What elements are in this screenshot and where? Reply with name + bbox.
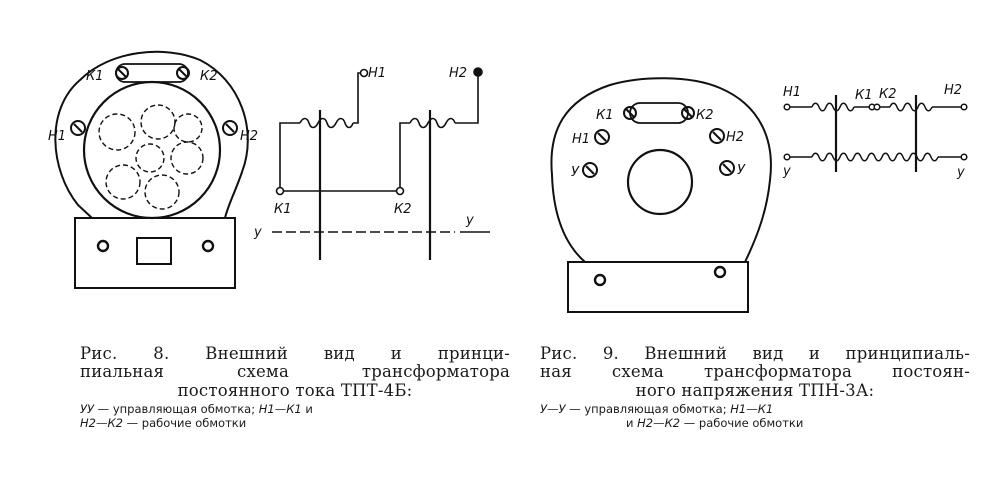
fig8-schematic-labels: Н1 Н2 К1 К2 у у bbox=[253, 66, 474, 240]
figures-canvas: К1 К2 Н1 Н2 Н1 Н2 К1 К2 у у bbox=[48, 50, 968, 313]
fig8-caption-line1: Рис. 8. Внешний вид и принци- bbox=[80, 344, 510, 363]
fig8-legend-text1: — управляющая обмотка; bbox=[94, 402, 259, 417]
fig9-label-y-left: У bbox=[571, 165, 580, 180]
fig8-label-k2: К2 bbox=[200, 69, 218, 84]
fig9-device-drawing bbox=[550, 77, 772, 313]
fig9-label-y-right: У bbox=[737, 163, 746, 178]
fig9-legend-term3: Н2—К2 bbox=[637, 415, 681, 430]
fig8-sch-h2: Н2 bbox=[449, 66, 467, 81]
fig8-caption-line2: пиальная схема трансформатора bbox=[80, 362, 510, 382]
fig8-sch-y-right: у bbox=[465, 213, 474, 228]
fig8-label-h1: Н1 bbox=[48, 129, 66, 144]
fig9-caption-line1: Рис. 9. Внешний вид и принципиаль- bbox=[540, 344, 970, 363]
fig9-caption: Рис. 9. Внешний вид и принципиаль- ная с… bbox=[540, 344, 970, 430]
fig8-sch-k2: К2 bbox=[394, 202, 412, 217]
fig9-legend-text1: — управляющая обмотка; bbox=[565, 402, 731, 417]
fig9-sch-k2: К2 bbox=[879, 87, 897, 102]
fig9-sch-h2: Н2 bbox=[944, 83, 962, 98]
fig8-legend-text2: и bbox=[301, 402, 313, 417]
fig9-sch-y-right: у bbox=[956, 165, 965, 180]
fig9-legend: У—У — управляющая обмотка; Н1—К1 и Н2—К2… bbox=[540, 403, 970, 429]
fig8-label-h2: Н2 bbox=[240, 129, 258, 144]
fig9-label-h2: Н2 bbox=[726, 130, 744, 145]
fig9-caption-line3: ного напряжения ТПН-3А: bbox=[635, 380, 875, 400]
fig8-caption: Рис. 8. Внешний вид и принци- пиальная с… bbox=[80, 344, 510, 430]
fig8-schematic bbox=[272, 67, 490, 260]
fig8-device-drawing bbox=[54, 50, 249, 289]
fig8-caption-line3: постоянного тока ТПТ-4Б: bbox=[177, 380, 413, 400]
fig9-schematic-labels: Н1 К1 К2 Н2 у у bbox=[782, 83, 965, 180]
fig8-legend-term3: Н2—К2 bbox=[80, 415, 123, 430]
fig8-sch-y-left: у bbox=[253, 225, 262, 240]
fig9-legend-text2: и bbox=[626, 415, 638, 430]
fig8-device-labels: К1 К2 Н1 Н2 bbox=[48, 69, 258, 144]
fig9-label-k2: К2 bbox=[696, 108, 714, 123]
fig9-schematic bbox=[783, 95, 968, 172]
fig9-sch-h1: Н1 bbox=[783, 85, 801, 100]
fig9-caption-line2: ная схема трансформатора постоян- bbox=[540, 362, 970, 382]
fig8-sch-h1: Н1 bbox=[368, 66, 386, 81]
fig8-legend-term1: УУ bbox=[80, 402, 95, 417]
fig9-sch-y-left: у bbox=[782, 164, 791, 179]
fig9-label-k1: К1 bbox=[596, 108, 614, 123]
fig8-sch-k1: К1 bbox=[274, 202, 292, 217]
fig8-legend-term2: Н1—К1 bbox=[258, 402, 302, 417]
fig9-device-labels: К1 К2 Н1 Н2 У У bbox=[571, 108, 746, 180]
fig8-legend: УУ — управляющая обмотка; Н1—К1 и Н2—К2 … bbox=[80, 403, 510, 429]
fig8-legend-text3: — рабочие обмотки bbox=[122, 415, 247, 430]
fig9-legend-term1: У—У bbox=[540, 402, 566, 417]
fig9-legend-text3: — рабочие обмотки bbox=[680, 415, 804, 430]
fig8-label-k1: К1 bbox=[86, 69, 104, 84]
fig9-label-h1: Н1 bbox=[572, 132, 590, 147]
fig9-sch-k1: К1 bbox=[855, 88, 873, 103]
fig9-legend-term2: Н1—К1 bbox=[730, 402, 774, 417]
